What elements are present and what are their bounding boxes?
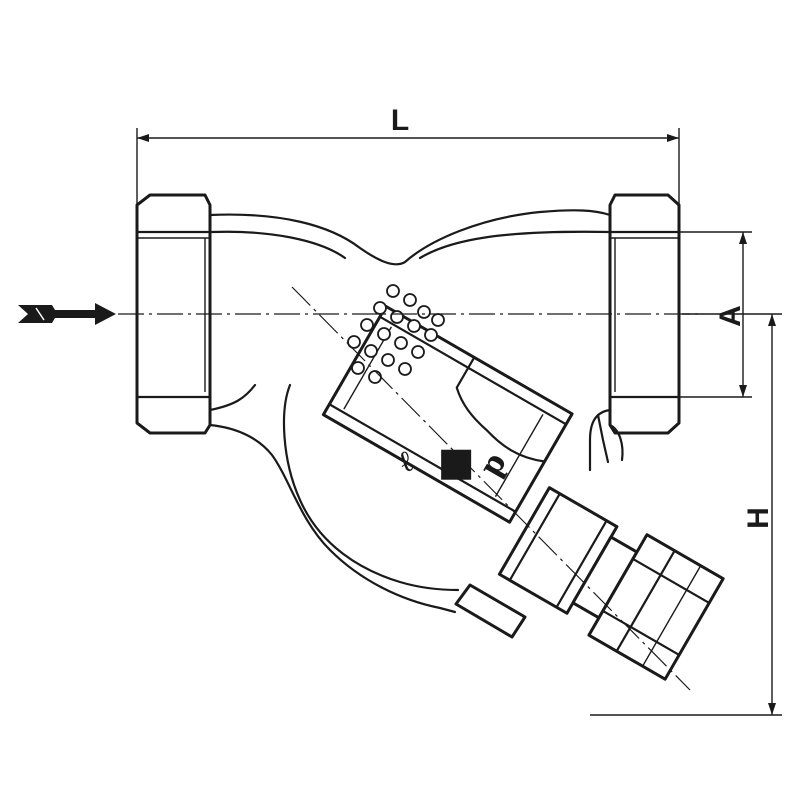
perforation-holes [347, 284, 445, 384]
strainer-cap [497, 486, 725, 681]
centre-lines [118, 286, 700, 691]
gasket-tab [454, 583, 527, 639]
dimension-l: L [136, 104, 680, 205]
dimension-l-label: L [391, 104, 409, 137]
dimension-h: H [590, 313, 782, 716]
strainer-screen [321, 304, 574, 524]
dimension-a-label: A [714, 305, 747, 327]
dimension-h-label: H [742, 507, 775, 529]
flow-direction-arrow-icon [18, 303, 116, 325]
